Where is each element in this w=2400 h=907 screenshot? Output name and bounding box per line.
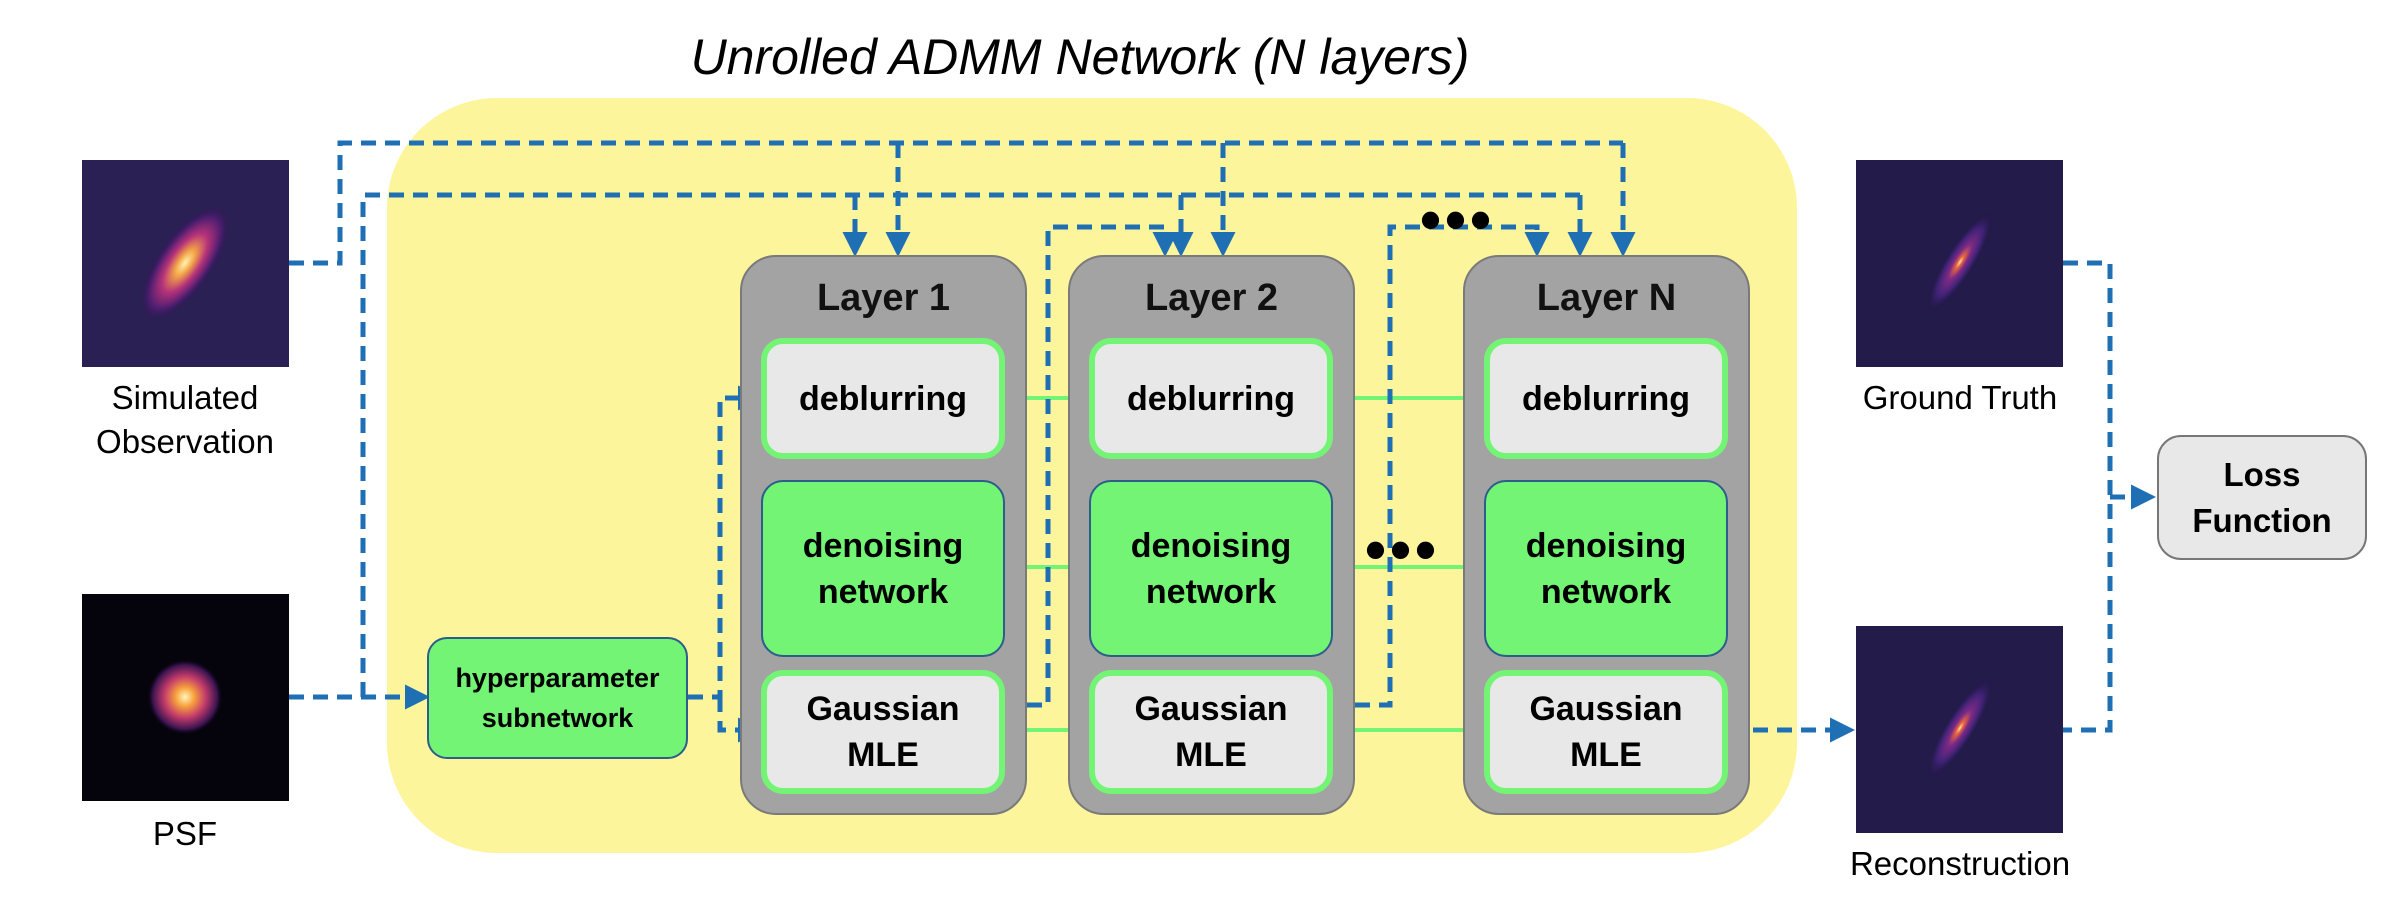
- simulated-observation-image: [82, 160, 289, 367]
- ground-truth-image: [1856, 160, 2063, 367]
- layer-1-deblurring-box: deblurring: [761, 338, 1005, 459]
- caption-line: Observation: [96, 423, 274, 460]
- module-line: denoising: [1130, 526, 1292, 565]
- layer-1-denoising-network-box: denoising network: [761, 480, 1005, 657]
- module-line: network: [1145, 572, 1277, 611]
- ellipsis-top: •••: [1420, 186, 1496, 253]
- loss-function-line: Loss: [2223, 455, 2301, 493]
- psf-label: PSF: [152, 815, 218, 852]
- loss-function-line: Function: [2192, 501, 2332, 539]
- simulated-observation-label: Simulated Observation: [40, 376, 330, 464]
- reconstruction-image: [1856, 626, 2063, 833]
- loss-function-box: Loss Function: [2157, 435, 2367, 560]
- hyperparameter-line: hyperparameter: [455, 663, 660, 693]
- layer-2-deblurring-box: deblurring: [1089, 338, 1333, 459]
- layer-n-deblurring-box: deblurring: [1484, 338, 1728, 459]
- reconstruction-label: Reconstruction: [1849, 845, 2071, 882]
- module-line: denoising: [1525, 526, 1687, 565]
- layer-title: Layer 1: [816, 277, 951, 319]
- layer-title: Layer 2: [1144, 277, 1279, 319]
- layer-2-denoising-network-box: denoising network: [1089, 480, 1333, 657]
- blue-dashed-arrows: [289, 140, 2156, 743]
- layer-title: Layer N: [1536, 277, 1677, 319]
- ellipsis-middle: •••: [1365, 516, 1441, 583]
- diagram-title: Unrolled ADMM Network (N layers): [690, 29, 1470, 85]
- caption-line: Simulated: [111, 379, 259, 416]
- hyperparameter-subnetwork-box: hyperparameter subnetwork: [427, 637, 688, 759]
- ground-truth-label: Ground Truth: [1862, 379, 2058, 416]
- module-line: Gaussian: [806, 690, 960, 728]
- hyperparameter-line: subnetwork: [481, 703, 634, 733]
- module-line: Gaussian: [1529, 690, 1683, 728]
- module-line: network: [817, 572, 949, 611]
- layer-n-denoising-network-box: denoising network: [1484, 480, 1728, 657]
- module-line: network: [1540, 572, 1672, 611]
- module-line: Gaussian: [1134, 690, 1288, 728]
- module-line: MLE: [1175, 736, 1247, 774]
- module-line: MLE: [1570, 736, 1642, 774]
- psf-image: [82, 594, 289, 801]
- module-line: MLE: [847, 736, 919, 774]
- module-line: denoising: [802, 526, 964, 565]
